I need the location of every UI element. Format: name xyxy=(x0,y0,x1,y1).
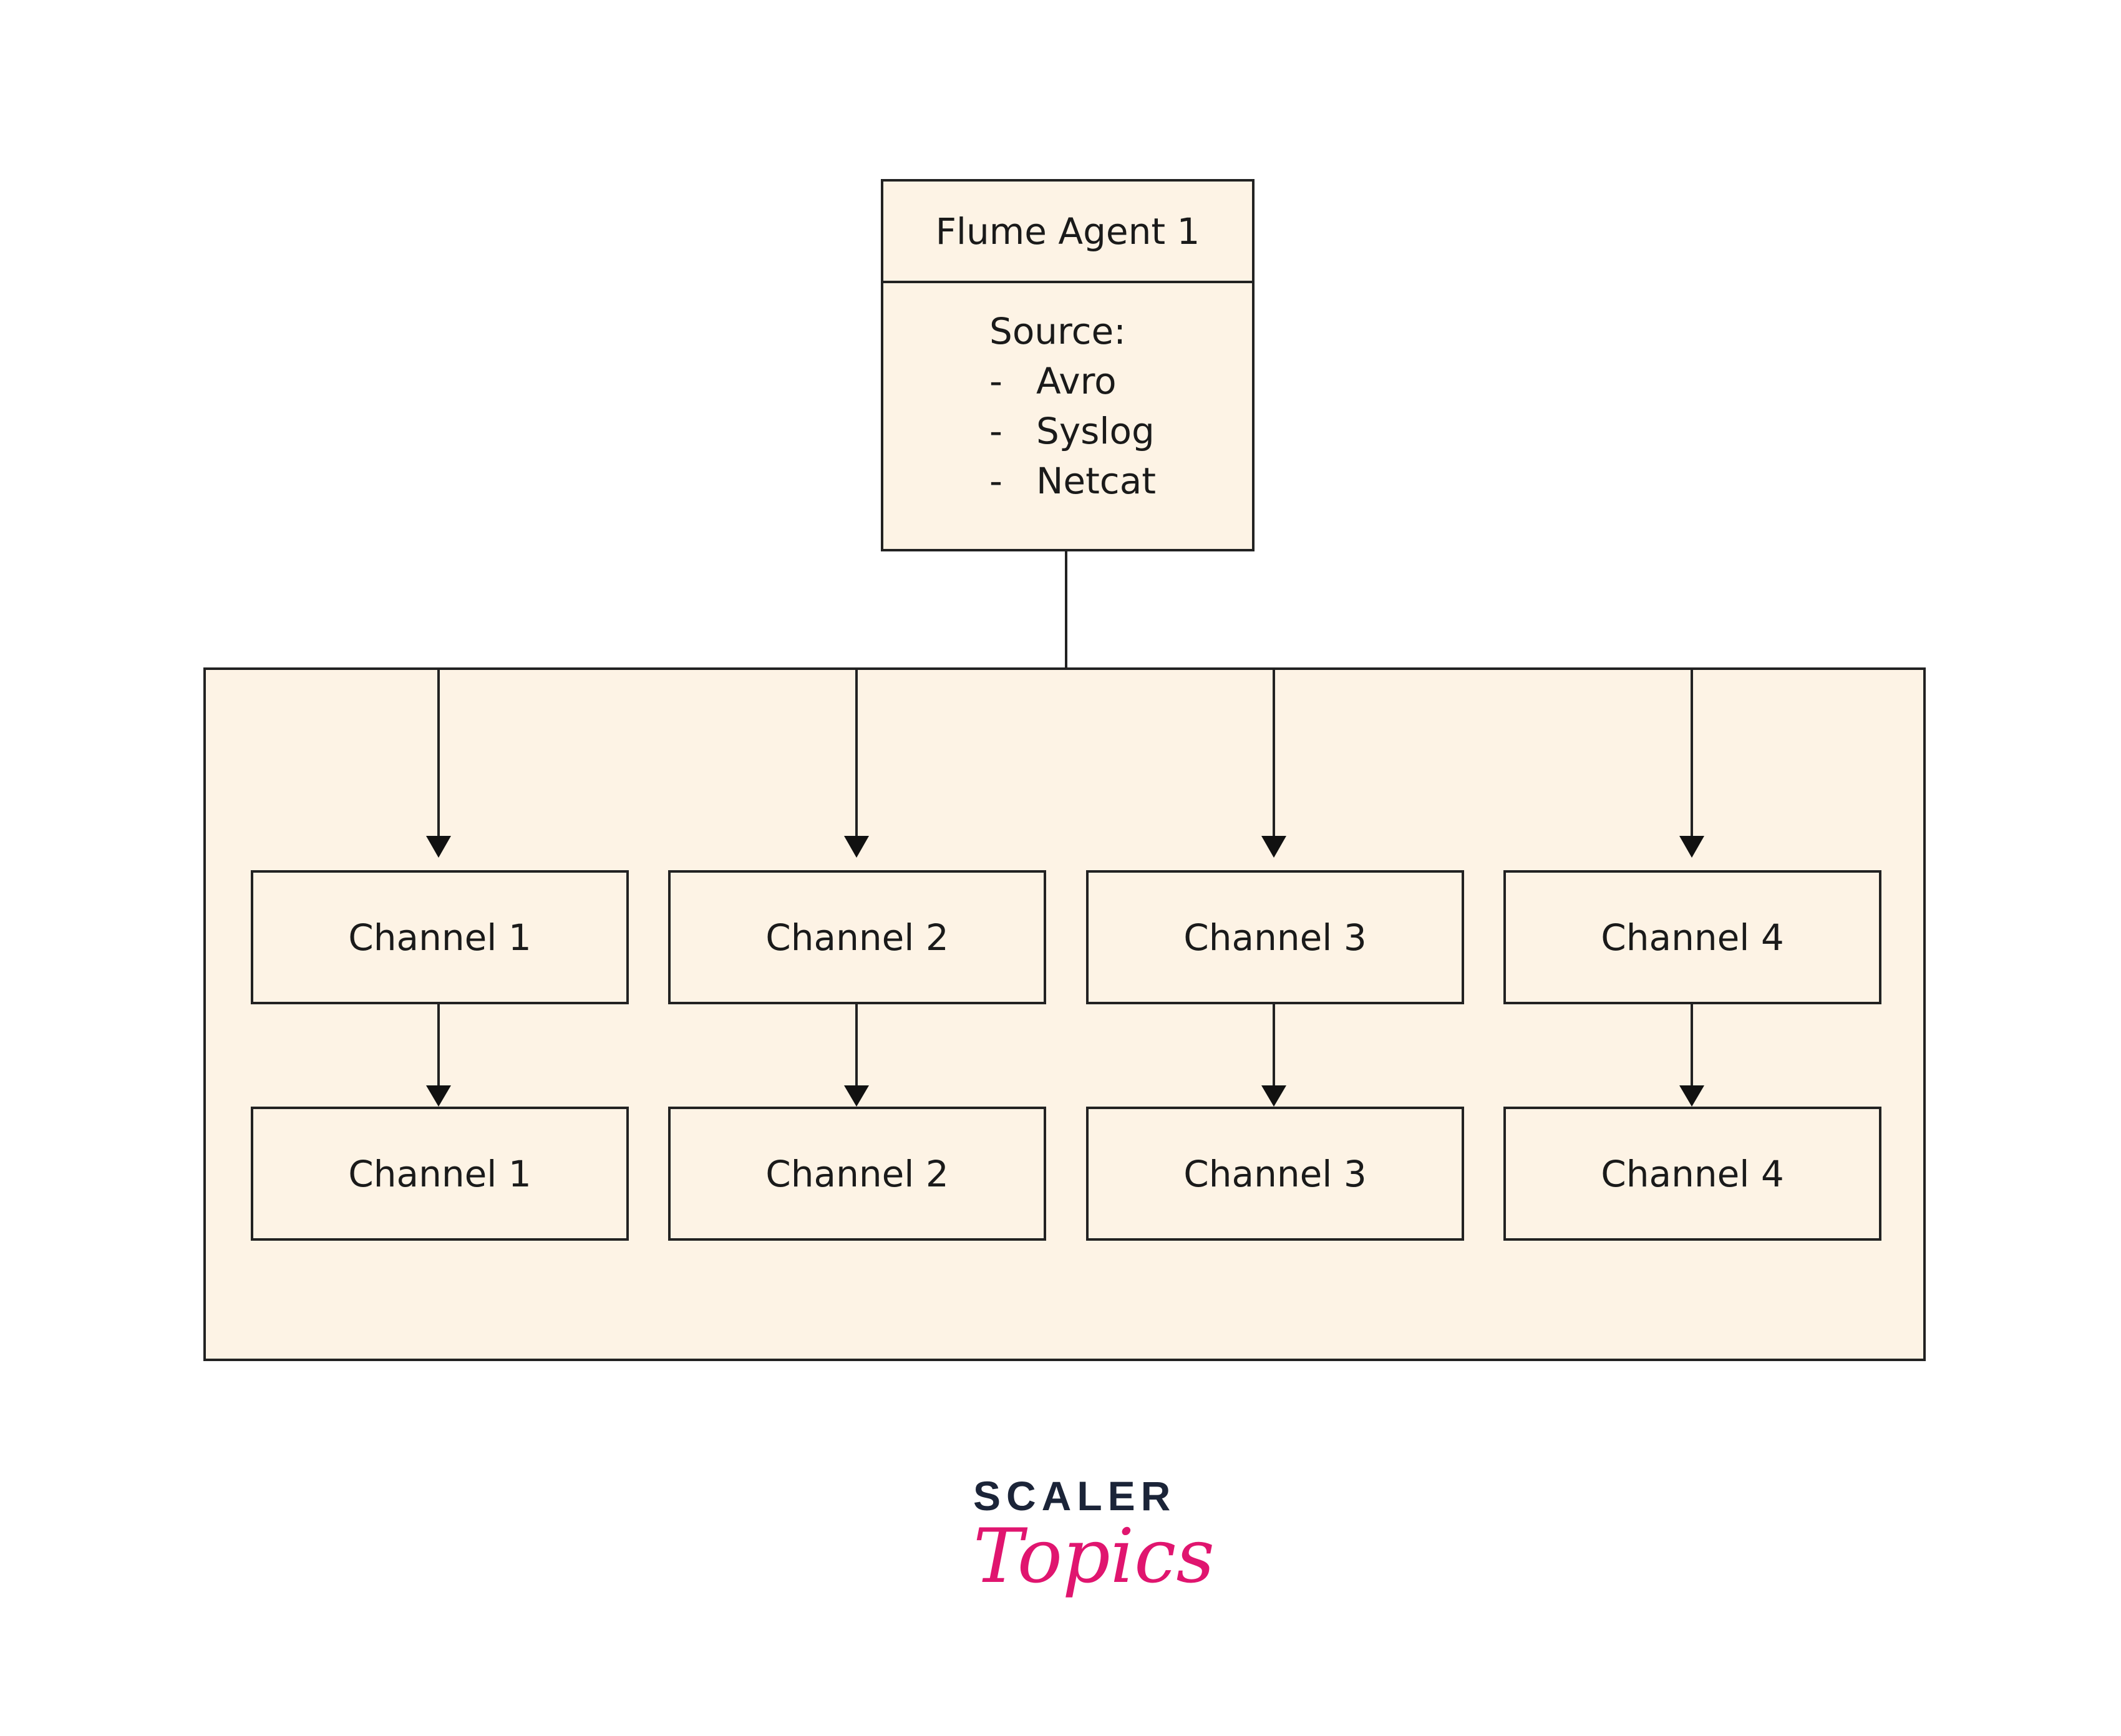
source-item: - Syslog xyxy=(989,406,1156,456)
source-bullet: - xyxy=(989,410,1002,452)
source-item-label: Avro xyxy=(1036,360,1117,402)
channel-box-bottom: Channel 1 xyxy=(251,1107,629,1241)
source-bullet: - xyxy=(989,360,1002,402)
channel-box-bottom: Channel 2 xyxy=(668,1107,1046,1241)
source-item-label: Netcat xyxy=(1036,460,1156,502)
channel-box-top: Channel 4 xyxy=(1503,870,1881,1004)
channel-box-bottom: Channel 4 xyxy=(1503,1107,1881,1241)
source-bullet: - xyxy=(989,460,1002,502)
agent-title: Flume Agent 1 xyxy=(883,182,1252,283)
channel-group-container xyxy=(203,667,1926,1361)
channel-box-top: Channel 2 xyxy=(668,870,1046,1004)
source-item: - Avro xyxy=(989,356,1156,406)
source-item: - Netcat xyxy=(989,456,1156,506)
scaler-topics-logo: SCALER Topics xyxy=(973,1472,1215,1628)
logo-scaler-text: SCALER xyxy=(973,1473,1177,1519)
channel-box-top: Channel 1 xyxy=(251,870,629,1004)
flume-agent-box: Flume Agent 1 Source: - Avro - Syslog - … xyxy=(881,179,1255,551)
source-label: Source: xyxy=(989,310,1126,352)
channel-box-top: Channel 3 xyxy=(1086,870,1464,1004)
agent-source-list: Source: - Avro - Syslog - Netcat xyxy=(989,306,1156,506)
logo-topics-text: Topics xyxy=(973,1513,1215,1600)
source-item-label: Syslog xyxy=(1036,410,1155,452)
channel-box-bottom: Channel 3 xyxy=(1086,1107,1464,1241)
